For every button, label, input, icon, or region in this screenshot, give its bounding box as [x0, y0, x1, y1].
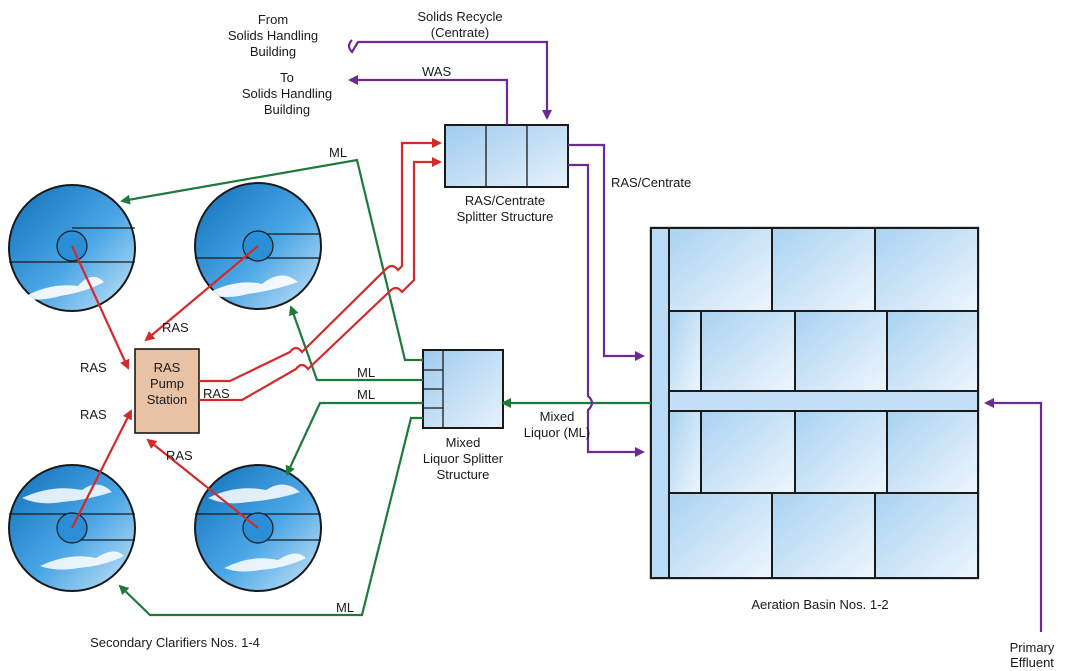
ras-centrate-line-upper: [568, 143, 645, 361]
ml-label-top: ML: [329, 145, 347, 160]
pump-station-label-2: Pump: [150, 376, 184, 391]
from-solids-label-1: From: [258, 12, 288, 27]
ras-label-c: RAS: [203, 386, 230, 401]
ml-splitter-label-3: Structure: [437, 467, 490, 482]
ras-line-clarifier-3: [71, 409, 132, 529]
primary-effluent-line: [984, 398, 1043, 632]
ml-label-mid-1: ML: [357, 365, 375, 380]
ml-line-clarifier-2: [288, 305, 423, 382]
ras-centrate-splitter-structure: RAS/Centrate Splitter Structure: [444, 124, 569, 224]
solids-lines: [347, 39, 1043, 632]
ml-label-mid-2: ML: [357, 387, 375, 402]
ml-splitter-label-2: Liquor Splitter: [423, 451, 504, 466]
ras-lines: [71, 138, 442, 529]
ml-label-bottom: ML: [336, 600, 354, 615]
to-solids-label-2: Solids Handling: [242, 86, 332, 101]
pump-station-label-1: RAS: [154, 360, 181, 375]
ras-centrate-label: RAS/Centrate: [611, 175, 691, 190]
solids-recycle-line: [347, 39, 552, 120]
ml-line-clarifier-3: [118, 416, 423, 617]
primary-effluent-label-1: Primary: [1010, 640, 1055, 655]
solids-recycle-label-1: Solids Recycle: [417, 9, 502, 24]
was-line: [348, 75, 509, 125]
mixed-liquor-label-2: Liquor (ML): [524, 425, 590, 440]
text-labels: From Solids Handling Building Solids Rec…: [80, 9, 1055, 670]
to-solids-label-3: Building: [264, 102, 310, 117]
to-solids-label-1: To: [280, 70, 294, 85]
ras-label-a: RAS: [162, 320, 189, 335]
ras-centrate-line-lower: [568, 163, 645, 457]
solids-recycle-label-2: (Centrate): [431, 25, 490, 40]
ras-line-clarifier-1: [71, 245, 130, 370]
mixed-liquor-lines: [118, 158, 651, 617]
ras-label-d: RAS: [80, 407, 107, 422]
primary-effluent-label-2: Effluent: [1010, 655, 1054, 670]
from-solids-label-2: Solids Handling: [228, 28, 318, 43]
ras-line-clarifier-4: [146, 438, 259, 529]
was-label: WAS: [422, 64, 451, 79]
mixed-liquor-splitter-structure: Mixed Liquor Splitter Structure: [422, 349, 504, 482]
ml-line-clarifier-4: [285, 401, 423, 476]
splitter-label-2: Splitter Structure: [457, 209, 554, 224]
clarifiers-label: Secondary Clarifiers Nos. 1-4: [90, 635, 260, 650]
ras-pump-station: RAS Pump Station: [134, 348, 200, 434]
ml-splitter-label-1: Mixed: [446, 435, 481, 450]
mixed-liquor-label-1: Mixed: [540, 409, 575, 424]
ml-line-clarifier-1: [120, 158, 423, 362]
ras-label-b: RAS: [80, 360, 107, 375]
splitter-label-1: RAS/Centrate: [465, 193, 545, 208]
ras-line-to-splitter-lower: [199, 157, 442, 402]
ras-line-to-splitter-upper: [199, 138, 442, 383]
aeration-basin-label: Aeration Basin Nos. 1-2: [751, 597, 888, 612]
ras-line-clarifier-2: [144, 245, 259, 342]
from-solids-label-3: Building: [250, 44, 296, 59]
ras-label-e: RAS: [166, 448, 193, 463]
aeration-basin: Aeration Basin Nos. 1-2: [649, 226, 980, 612]
pump-station-label-3: Station: [147, 392, 187, 407]
